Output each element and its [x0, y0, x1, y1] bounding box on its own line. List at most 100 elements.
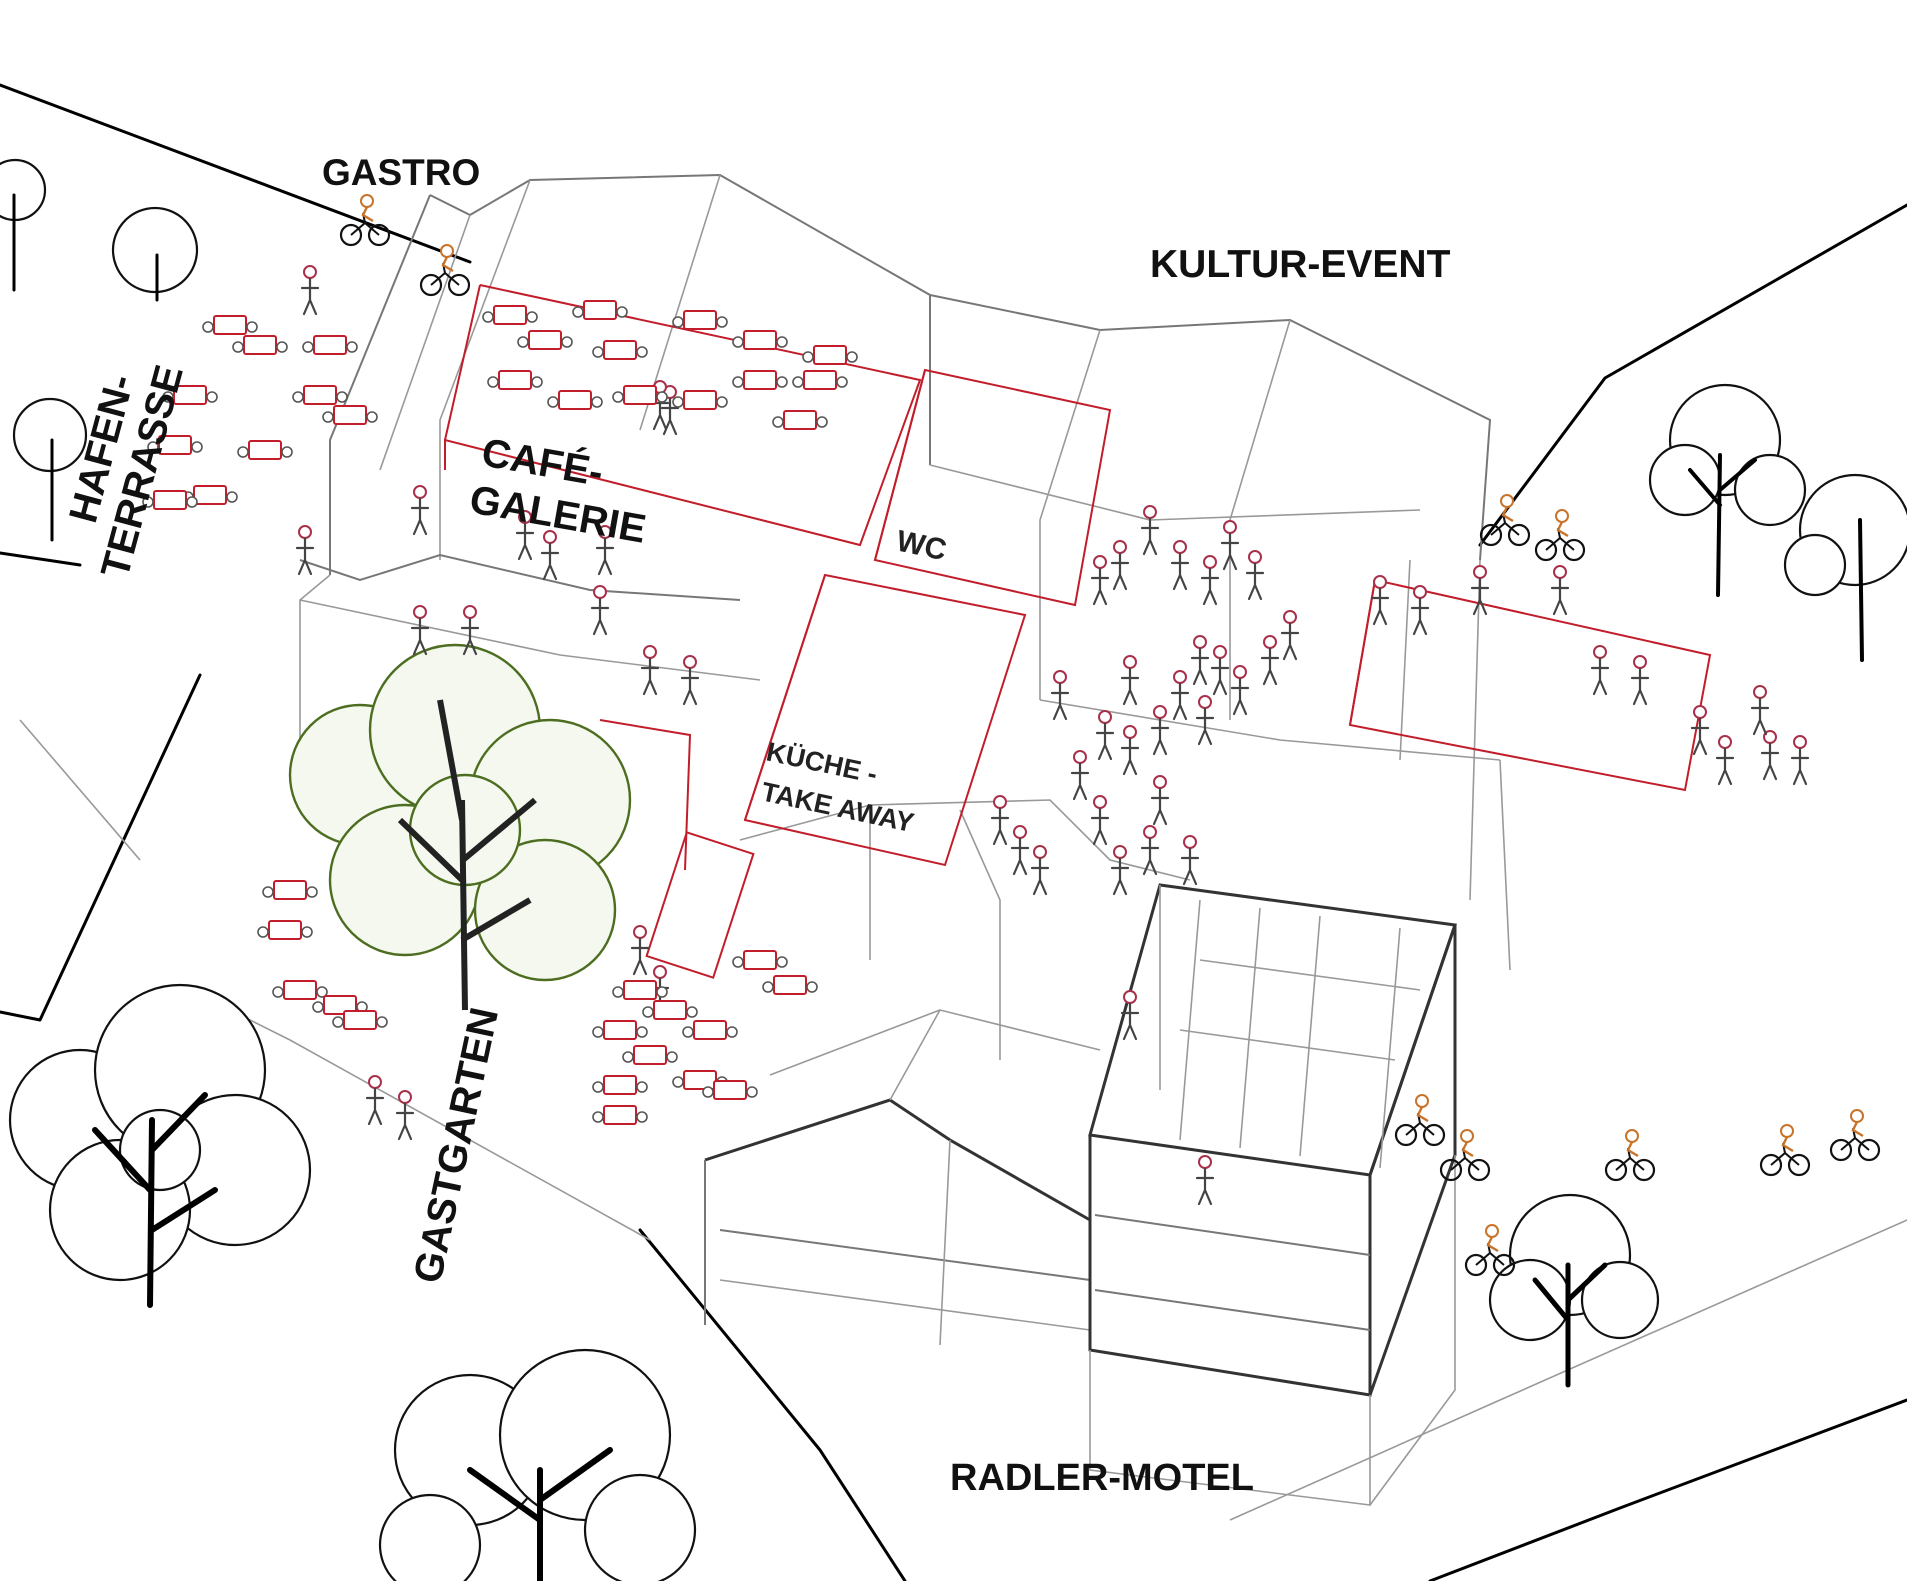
table-icon: [672, 310, 728, 330]
table-icon: [612, 385, 668, 405]
person-icon: [1280, 610, 1300, 661]
label-gastgarten: GASTGARTEN: [406, 1004, 507, 1287]
person-icon: [1690, 705, 1710, 756]
bicycle-icon: [419, 244, 471, 297]
table-icon: [672, 390, 728, 410]
table-icon: [802, 345, 858, 365]
table-icon: [682, 1020, 738, 1040]
person-icon: [1120, 725, 1140, 776]
tree-icon: [8, 983, 312, 1308]
table-icon: [302, 335, 358, 355]
bicycle-icon: [1534, 509, 1586, 562]
person-icon: [1245, 550, 1265, 601]
cyclists-group: [339, 194, 1881, 1277]
person-icon: [1050, 670, 1070, 721]
label-cafe-line2: GALERIE: [466, 478, 649, 552]
table-icon: [272, 980, 328, 1000]
tree-icon: [1488, 1193, 1660, 1388]
person-icon: [680, 655, 700, 706]
person-icon: [1090, 795, 1110, 846]
person-icon: [1715, 735, 1735, 786]
person-icon: [295, 525, 315, 576]
bicycle-icon: [1829, 1109, 1881, 1162]
bicycle-icon: [1439, 1129, 1491, 1182]
table-icon: [312, 995, 368, 1015]
tree-icon: [1783, 473, 1907, 662]
site-boundary-lines: [0, 83, 1907, 1581]
person-icon: [1750, 685, 1770, 736]
person-icon: [1090, 555, 1110, 606]
tree-icon: [1648, 383, 1807, 597]
person-icon: [1630, 655, 1650, 706]
person-icon: [1120, 990, 1140, 1041]
bicycle-icon: [339, 194, 391, 247]
person-icon: [1140, 825, 1160, 876]
table-icon: [572, 300, 628, 320]
person-icon: [1110, 540, 1130, 591]
tree-icon: [111, 206, 199, 302]
person-icon: [1180, 835, 1200, 886]
person-icon: [1370, 575, 1390, 626]
courtyard-tree-icon: [288, 643, 632, 1011]
people-group: [295, 265, 1810, 1206]
label-radler-motel: RADLER-MOTEL: [950, 1457, 1254, 1499]
person-icon: [990, 795, 1010, 846]
table-icon: [732, 370, 788, 390]
person-icon: [590, 585, 610, 636]
trees: [0, 158, 1907, 1581]
person-icon: [1470, 565, 1490, 616]
person-icon: [1150, 705, 1170, 756]
table-icon: [142, 490, 198, 510]
table-icon: [202, 315, 258, 335]
table-icon: [162, 385, 218, 405]
bicycle-icon: [1604, 1129, 1656, 1182]
person-icon: [460, 605, 480, 656]
person-icon: [1110, 845, 1130, 896]
person-icon: [1170, 670, 1190, 721]
label-wc: WC: [894, 525, 950, 568]
person-icon: [1150, 775, 1170, 826]
person-icon: [1070, 750, 1090, 801]
person-icon: [630, 925, 650, 976]
person-icon: [1790, 735, 1810, 786]
person-icon: [300, 265, 320, 316]
person-icon: [540, 530, 560, 581]
bicycle-icon: [1479, 494, 1531, 547]
table-icon: [257, 920, 313, 940]
person-icon: [1210, 645, 1230, 696]
table-icon: [147, 435, 203, 455]
person-icon: [595, 525, 615, 576]
table-icon: [642, 1000, 698, 1020]
person-icon: [1550, 565, 1570, 616]
tree-icon: [12, 397, 88, 542]
table-icon: [592, 1105, 648, 1125]
person-icon: [1140, 505, 1160, 556]
tree-icon: [0, 158, 47, 292]
table-icon: [332, 1010, 388, 1030]
person-icon: [515, 510, 535, 561]
person-icon: [1030, 845, 1050, 896]
table-icon: [762, 975, 818, 995]
label-kultur-event: KULTUR-EVENT: [1150, 243, 1451, 286]
table-icon: [772, 410, 828, 430]
person-icon: [1095, 710, 1115, 761]
person-icon: [1120, 655, 1140, 706]
person-icon: [410, 485, 430, 536]
table-icon: [262, 880, 318, 900]
table-icon: [622, 1045, 678, 1065]
table-icon: [592, 340, 648, 360]
person-icon: [1195, 695, 1215, 746]
building-wireframe: [299, 173, 1511, 1506]
person-icon: [1220, 520, 1240, 571]
bicycle-icon: [1759, 1124, 1811, 1177]
bicycle-icon: [1394, 1094, 1446, 1147]
table-icon: [487, 370, 543, 390]
table-icon: [482, 305, 538, 325]
person-icon: [1170, 540, 1190, 591]
table-icon: [237, 440, 293, 460]
person-icon: [1010, 825, 1030, 876]
table-icon: [322, 405, 378, 425]
person-icon: [410, 605, 430, 656]
